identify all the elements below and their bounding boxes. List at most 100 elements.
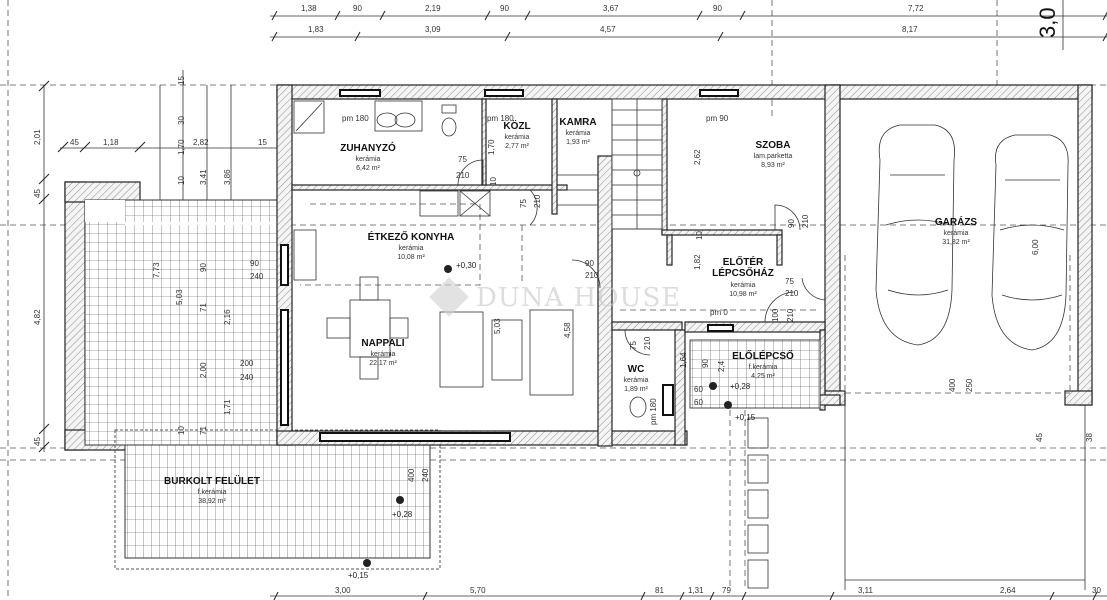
dim-left: 4,82 bbox=[33, 309, 42, 325]
interior-dim: 400 bbox=[407, 468, 416, 482]
level-marker-icon bbox=[709, 382, 717, 390]
room-label-text: 6,42 m² bbox=[356, 165, 380, 172]
interior-dim: 1,82 bbox=[693, 254, 702, 270]
house-walls bbox=[276, 84, 1093, 447]
interior-dim: 38 bbox=[1085, 433, 1094, 442]
room-wc: WC kerámia 1,89 m² bbox=[624, 364, 649, 393]
terrace: 15 30 1,70 10 3,41 3,86 7,73 5,03 90 2,1… bbox=[64, 76, 441, 570]
room-label-text: ÉTKEZŐ KONYHA bbox=[368, 230, 455, 243]
dim-top: 90 bbox=[353, 4, 362, 13]
dim-terrace: 90 bbox=[199, 263, 208, 272]
dim-terrace: 71 bbox=[199, 426, 208, 435]
dim-top: 3,09 bbox=[425, 25, 441, 34]
room-label-text: kerámia bbox=[566, 130, 591, 137]
level-marker-icon bbox=[444, 265, 452, 273]
dim-top: 1,83 bbox=[308, 25, 324, 34]
dim-top: 7,72 bbox=[908, 4, 924, 13]
room-label-text: kerámia bbox=[624, 377, 649, 384]
room-label-text: kerámia bbox=[944, 230, 969, 237]
dim-top: 90 bbox=[713, 4, 722, 13]
door-width: 75 bbox=[629, 341, 638, 350]
door-width: 75 bbox=[519, 199, 528, 208]
dim-terrace: 7,73 bbox=[152, 262, 161, 278]
interior-dim: 60 bbox=[694, 385, 703, 394]
door-height: 210 bbox=[786, 308, 795, 322]
door-height: 210 bbox=[643, 336, 652, 350]
dashed-guides bbox=[300, 203, 1086, 590]
room-label-text: 1,89 m² bbox=[624, 386, 648, 393]
dim-terrace: 2,16 bbox=[223, 309, 232, 325]
room-label-text: kerámia bbox=[356, 156, 381, 163]
room-label-text: WC bbox=[628, 364, 645, 375]
room-label-text: ELŐTÉR bbox=[723, 255, 764, 268]
room-label-text: 31,82 m² bbox=[942, 239, 970, 246]
room-label-text: GARÁZS bbox=[935, 215, 978, 228]
door-width: 90 bbox=[787, 219, 796, 228]
level-marker-icon bbox=[396, 496, 404, 504]
dim-bottom: 1,31 bbox=[688, 586, 704, 595]
dim-left-h: 2,82 bbox=[193, 138, 209, 147]
interior-dim: 1,70 bbox=[487, 139, 496, 155]
window-width: 200 bbox=[240, 359, 254, 368]
level-label: +0,15 bbox=[735, 413, 756, 422]
interior-dim: 5,03 bbox=[493, 318, 502, 334]
door-height: 210 bbox=[585, 271, 599, 280]
doors bbox=[457, 159, 826, 356]
top-dimensions: 1,38 90 2,19 90 3,67 90 7,72 1,83 3,09 4… bbox=[270, 0, 1107, 50]
room-label-text: kerámia bbox=[505, 134, 530, 141]
dim-top: 4,57 bbox=[600, 25, 616, 34]
interior-dim: 90 bbox=[701, 359, 710, 368]
door-width: 75 bbox=[458, 155, 467, 164]
interior-dim: 250 bbox=[965, 378, 974, 392]
dim-terrace: 1,71 bbox=[223, 399, 232, 415]
room-label-text: ELŐLÉPCSŐ bbox=[732, 349, 794, 362]
dim-left: 45 bbox=[33, 437, 42, 446]
interior-dim: 400 bbox=[948, 378, 957, 392]
dim-terrace: 5,03 bbox=[175, 289, 184, 305]
parapet-label: pm 180 bbox=[487, 114, 514, 123]
door-width: 100 bbox=[771, 308, 780, 322]
dim-top: 1,38 bbox=[301, 4, 317, 13]
annotations: pm 180 pm 180 pm 90 pm 0 pm 180 75 210 7… bbox=[342, 114, 1094, 482]
dim-left-h: 1,18 bbox=[103, 138, 119, 147]
dim-left: 45 bbox=[33, 189, 42, 198]
parapet-label: pm 180 bbox=[342, 114, 369, 123]
dim-terrace: 10 bbox=[177, 426, 186, 435]
interior-dim: 6,00 bbox=[1031, 239, 1040, 255]
room-label-text: 38,92 m² bbox=[198, 498, 226, 505]
level-label: +0,30 bbox=[456, 261, 477, 270]
room-label-text: kerámia bbox=[399, 245, 424, 252]
furniture bbox=[293, 100, 1069, 418]
door-height: 210 bbox=[801, 214, 810, 228]
paving-blocks bbox=[747, 417, 1085, 589]
door-height: 210 bbox=[533, 194, 542, 208]
room-label-text: 10,98 m² bbox=[729, 291, 757, 298]
dim-bottom: 2,64 bbox=[1000, 586, 1016, 595]
interior-dim: 4,58 bbox=[563, 322, 572, 338]
interior-dim: 45 bbox=[1035, 433, 1044, 442]
room-label-text: f.kerámia bbox=[198, 489, 227, 496]
room-label-text: lam.parketta bbox=[754, 153, 793, 160]
room-label-text: KAMRA bbox=[559, 117, 596, 128]
dim-top: 8,17 bbox=[902, 25, 918, 34]
dim-bottom: 3,11 bbox=[858, 586, 874, 595]
dim-bottom: 30 bbox=[1092, 586, 1101, 595]
room-etkezo-konyha: ÉTKEZŐ KONYHA kerámia 10,08 m² bbox=[368, 230, 455, 261]
car-icon bbox=[991, 134, 1069, 351]
dim-bottom: 81 bbox=[655, 586, 664, 595]
dim-terrace: 71 bbox=[199, 303, 208, 312]
dim-top: 3,67 bbox=[603, 4, 619, 13]
room-label-text: 10,08 m² bbox=[397, 254, 425, 261]
dim-left-h: 45 bbox=[70, 138, 79, 147]
bottom-dimensions: 3,00 5,70 81 1,31 79 3,11 2,64 30 bbox=[270, 586, 1107, 600]
dim-terrace: 30 bbox=[177, 116, 186, 125]
interior-dim: 60 bbox=[694, 398, 703, 407]
room-label-text: 8,93 m² bbox=[761, 162, 785, 169]
level-label: +0,15 bbox=[348, 571, 369, 580]
